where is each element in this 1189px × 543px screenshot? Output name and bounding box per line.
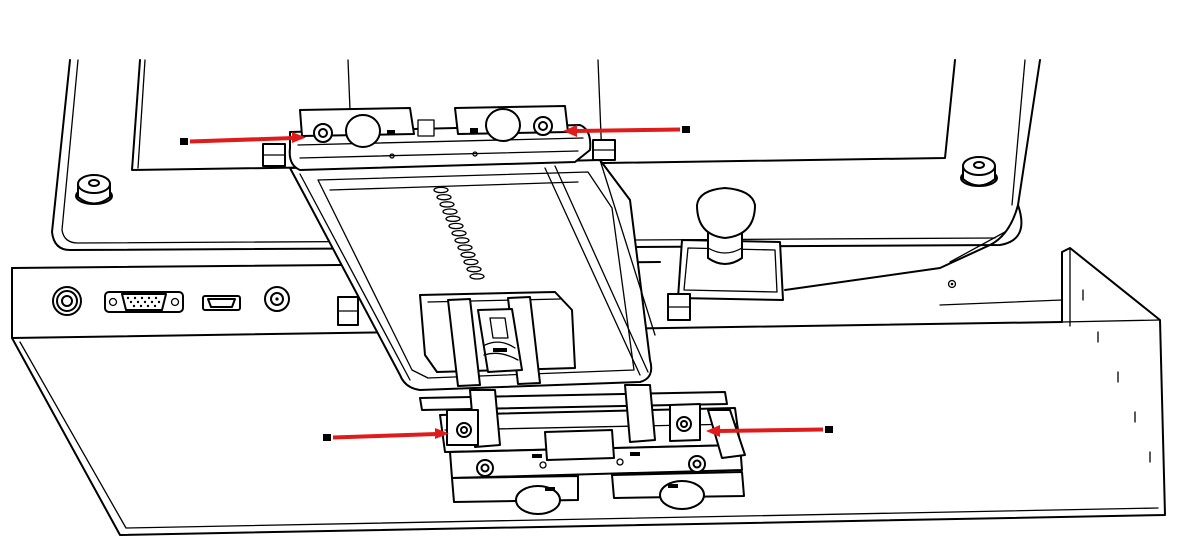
- adjustment-slot: [463, 258, 479, 266]
- top-clamp-bracket: [288, 105, 592, 171]
- adjustment-slot: [442, 208, 458, 215]
- vga-pin: [132, 304, 136, 308]
- adjustment-slot: [439, 201, 455, 208]
- adjustment-slot: [460, 251, 476, 259]
- vga-pin: [154, 296, 158, 300]
- vga-pin: [140, 296, 144, 300]
- hdmi-port: [202, 295, 241, 311]
- side-clip-right: [667, 293, 691, 321]
- arrow-top-right: [563, 125, 690, 137]
- vga-pin: [136, 300, 140, 304]
- top-tab-right: [592, 139, 616, 161]
- thumbscrew-right: [960, 156, 998, 187]
- callout-arrows: [180, 125, 833, 441]
- thumbscrew-left: [75, 174, 113, 205]
- adjustment-slot: [469, 273, 485, 280]
- vga-pin: [146, 304, 150, 308]
- vga-pin: [157, 300, 161, 304]
- arrow-top-left: [180, 132, 306, 145]
- vga-pin: [129, 300, 133, 304]
- vga-pin: [153, 304, 157, 308]
- adjustment-slot: [451, 229, 467, 237]
- vga-pin: [126, 296, 130, 300]
- arrow-bottom-left: [323, 428, 449, 441]
- vga-port: [104, 291, 184, 313]
- adjustment-slot: [457, 244, 473, 251]
- side-clip-left: [337, 296, 359, 326]
- adjustment-slot: [448, 222, 464, 230]
- bnc-connector: [52, 286, 82, 316]
- adjustment-slot: [433, 186, 449, 194]
- top-tab-left: [262, 143, 286, 167]
- vga-pin: [143, 300, 147, 304]
- adjustment-slot: [445, 215, 461, 223]
- bottom-clamp-assembly: [419, 384, 746, 515]
- adjustment-slot: [466, 265, 482, 273]
- vga-pin: [133, 296, 137, 300]
- rca-connector: [264, 286, 290, 312]
- adjustment-slots: [433, 186, 485, 280]
- vga-pin: [150, 300, 154, 304]
- adjustment-slot: [454, 237, 470, 244]
- adjustment-slot: [436, 193, 452, 201]
- arrow-bottom-right: [706, 425, 833, 437]
- vga-pin: [147, 296, 151, 300]
- vga-pin: [139, 304, 143, 308]
- vesa-knob: [677, 187, 784, 301]
- slide-block: [419, 291, 576, 387]
